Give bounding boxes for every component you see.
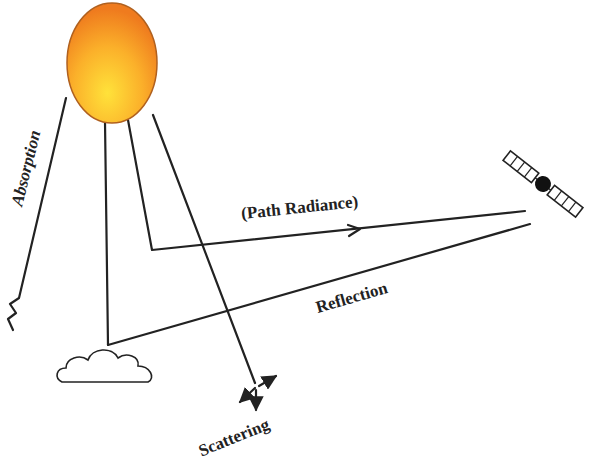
absorption-label: Absorption — [8, 126, 46, 210]
reflection-label: Reflection — [312, 278, 392, 317]
scatter-arrow — [259, 376, 276, 386]
scattering-label: Scattering — [194, 415, 274, 462]
satellite — [502, 149, 584, 218]
sun — [67, 3, 157, 123]
path-radiance-ray — [128, 120, 525, 250]
absorption-ray — [8, 98, 66, 330]
scatter-arrow — [240, 388, 255, 402]
path-radiance-arrow — [348, 225, 360, 236]
path-radiance-label: (Path Radiance) — [239, 192, 362, 223]
reflection-ray — [108, 224, 530, 345]
cloud — [57, 350, 152, 382]
scatter-arrow — [255, 390, 257, 410]
ray-to-cloud — [105, 122, 108, 345]
scattering-ray — [153, 115, 255, 383]
